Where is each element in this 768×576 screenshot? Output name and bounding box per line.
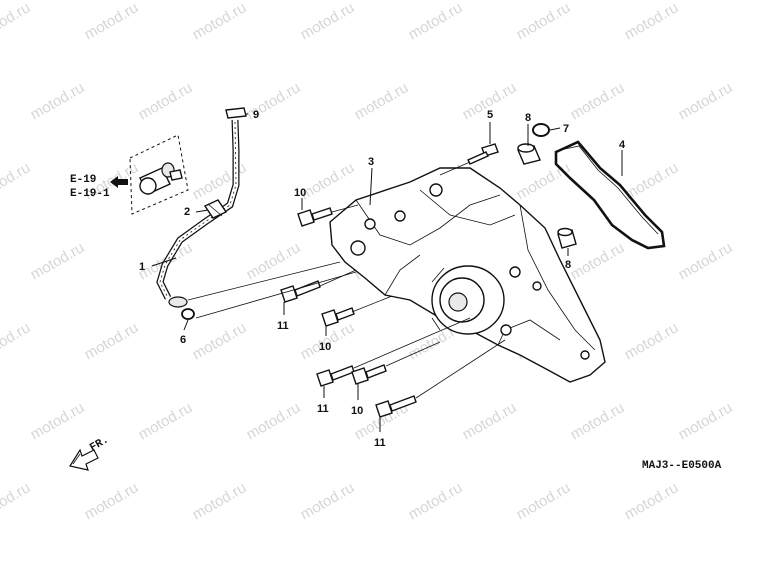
watermark-text: motod.ru bbox=[460, 399, 520, 443]
pump-cover-o-ring bbox=[554, 140, 666, 250]
callout-3: 3 bbox=[368, 156, 374, 168]
watermark-text: motod.ru bbox=[28, 239, 88, 283]
watermark-text: motod.ru bbox=[190, 0, 250, 43]
callout-8-lower: 8 bbox=[565, 259, 571, 271]
hose-clip-9 bbox=[225, 107, 247, 119]
watermark-text: motod.ru bbox=[82, 0, 142, 43]
hose-clamp-2 bbox=[203, 199, 228, 219]
watermark-text: motod.ru bbox=[28, 399, 88, 443]
callout-labels: 9 1 2 3 5 8 7 4 8 10 6 11 10 11 10 11 bbox=[139, 109, 626, 449]
callout-10-lower: 10 bbox=[351, 405, 363, 417]
watermark-text: motod.ru bbox=[28, 79, 88, 123]
watermark-text: motod.ru bbox=[82, 479, 142, 523]
callout-11-upper: 11 bbox=[277, 320, 289, 332]
watermark-text: motod.ru bbox=[676, 399, 736, 443]
callout-9: 9 bbox=[253, 109, 259, 121]
diagram-code: MAJ3--E0500A bbox=[642, 460, 722, 472]
watermark-text: motod.ru bbox=[676, 239, 736, 283]
reference-assembly-box bbox=[129, 134, 189, 215]
callout-10-upper: 10 bbox=[294, 187, 306, 199]
bolt-10-lower bbox=[351, 364, 387, 385]
watermark-text: motod.ru bbox=[244, 399, 304, 443]
watermark-text: motod.ru bbox=[190, 319, 250, 363]
watermark-text: motod.ru bbox=[0, 159, 33, 203]
watermark-text: motod.ru bbox=[406, 479, 466, 523]
watermark-text: motod.ru bbox=[514, 159, 574, 203]
bolt-11-lower bbox=[375, 395, 417, 418]
water-pump-cover bbox=[329, 167, 606, 383]
bolt-11-middle bbox=[316, 365, 355, 387]
watermark-text: motod.ru bbox=[622, 479, 682, 523]
watermark-text: motod.ru bbox=[514, 479, 574, 523]
watermark-text: motod.ru bbox=[244, 239, 304, 283]
callout-6: 6 bbox=[180, 334, 186, 346]
front-label: FR. bbox=[88, 434, 111, 454]
watermark-text: motod.ru bbox=[568, 239, 628, 283]
watermark-text: motod.ru bbox=[190, 479, 250, 523]
water-hose bbox=[156, 119, 240, 308]
reference-labels: E-19 E-19-1 bbox=[70, 174, 128, 200]
watermark-text: motod.ru bbox=[406, 0, 466, 43]
watermark-text: motod.ru bbox=[298, 159, 358, 203]
reference-arrow-icon bbox=[110, 176, 128, 188]
clip-6 bbox=[181, 308, 195, 320]
watermark-text: motod.ru bbox=[136, 399, 196, 443]
watermark-text: motod.ru bbox=[622, 319, 682, 363]
bolt-5 bbox=[467, 143, 499, 165]
callout-4: 4 bbox=[619, 139, 626, 151]
bolt-10-upper bbox=[297, 207, 333, 227]
watermark-text: motod.ru bbox=[0, 0, 33, 43]
watermark-text: motod.ru bbox=[676, 79, 736, 123]
bolt-10-middle bbox=[321, 307, 355, 327]
watermark-text: motod.ru bbox=[352, 79, 412, 123]
callout-8-upper: 8 bbox=[525, 112, 531, 124]
dowel-pin-lower bbox=[557, 227, 577, 249]
front-arrow-icon bbox=[69, 448, 99, 471]
watermark-text: motod.ru bbox=[0, 319, 33, 363]
dowel-pin-upper bbox=[517, 143, 541, 165]
watermark-text: motod.ru bbox=[298, 0, 358, 43]
ref-e19-1: E-19-1 bbox=[70, 188, 110, 200]
callout-11-middle: 11 bbox=[317, 403, 329, 415]
callout-5: 5 bbox=[487, 109, 493, 121]
watermark-text: motod.ru bbox=[568, 399, 628, 443]
callout-7: 7 bbox=[563, 123, 569, 135]
callout-2: 2 bbox=[184, 206, 190, 218]
watermark-text: motod.ru bbox=[514, 0, 574, 43]
small-o-ring bbox=[532, 123, 550, 137]
callout-1: 1 bbox=[139, 261, 145, 273]
front-direction: FR. bbox=[69, 434, 111, 471]
leader-lines bbox=[151, 113, 623, 432]
watermark-text: motod.ru bbox=[190, 159, 250, 203]
watermark-text: motod.ru bbox=[568, 79, 628, 123]
watermark-text: motod.ru bbox=[298, 479, 358, 523]
watermark-text: motod.ru bbox=[136, 79, 196, 123]
watermark-text: motod.ru bbox=[82, 319, 142, 363]
callout-10-middle: 10 bbox=[319, 341, 331, 353]
callout-11-lower: 11 bbox=[374, 437, 386, 449]
watermark-text: motod.ru bbox=[622, 0, 682, 43]
ref-e19: E-19 bbox=[70, 174, 96, 186]
watermark-text: motod.ru bbox=[0, 479, 33, 523]
